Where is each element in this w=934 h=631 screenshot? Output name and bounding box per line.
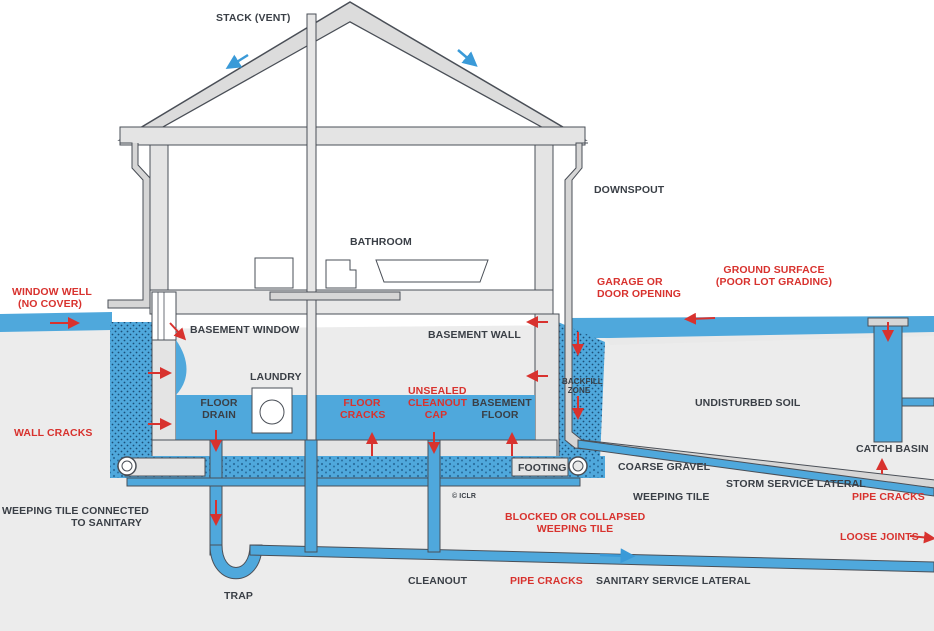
label-trap: TRAP xyxy=(224,590,253,602)
label-laundry: LAUNDRY xyxy=(250,371,302,383)
roof-fill xyxy=(138,21,566,141)
label-backfill-zone: BACKFILL ZONE xyxy=(562,377,603,395)
label-downspout: DOWNSPOUT xyxy=(594,184,665,196)
label-sanitary-service-lateral: SANITARY SERVICE LATERAL xyxy=(596,575,751,587)
weeping-to-sanitary-pipe xyxy=(126,477,581,487)
label-basement-floor: BASEMENT FLOOR xyxy=(472,397,532,421)
label-floor-cracks: FLOOR CRACKS xyxy=(340,397,386,421)
label-ground-surface: GROUND SURFACE (POOR LOT GRADING) xyxy=(715,264,833,288)
label-window-well: WINDOW WELL (NO COVER) xyxy=(12,286,92,310)
right-wall-upper xyxy=(534,144,554,296)
downspout-right xyxy=(564,142,934,489)
vent-arrow-left xyxy=(225,53,249,69)
label-coarse-gravel: COARSE GRAVEL xyxy=(618,461,711,473)
label-garage-door-opening: GARAGE OR DOOR OPENING xyxy=(597,276,682,300)
backfill-left xyxy=(110,322,152,460)
label-pipe-cracks-right: PIPE CRACKS xyxy=(852,491,925,503)
label-cleanout: CLEANOUT xyxy=(408,575,468,587)
gravel-layer xyxy=(110,456,605,478)
window-water-flow xyxy=(176,340,187,395)
vent-arrow-right xyxy=(457,49,478,67)
floor-crack-pipe xyxy=(304,439,318,553)
label-unsealed-cleanout-cap: UNSEALED CLEANOUT CAP xyxy=(408,385,468,421)
toilet xyxy=(325,259,357,289)
label-undisturbed-soil: UNDISTURBED SOIL xyxy=(695,397,801,409)
storm-service-lateral xyxy=(577,439,934,497)
label-storm-service-lateral: STORM SERVICE LATERAL xyxy=(726,478,866,490)
bathtub xyxy=(375,259,489,283)
bathroom-drain-pipe xyxy=(269,291,401,301)
label-blocked-weeping-tile: BLOCKED OR COLLAPSED WEEPING TILE xyxy=(505,511,646,535)
cleanout-pipe xyxy=(427,439,441,553)
label-loose-joints: LOOSE JOINTS xyxy=(840,531,919,543)
label-iclr-copyright: © ICLR xyxy=(452,493,477,500)
label-floor-drain: FLOOR DRAIN xyxy=(200,397,238,421)
label-catch-basin: CATCH BASIN xyxy=(856,443,929,455)
label-weeping-tile: WEEPING TILE xyxy=(633,491,710,503)
label-weeping-tile-connected-to-sanitary: WEEPING TILE CONNECTED TO SANITARY xyxy=(2,505,149,529)
label-basement-window: BASEMENT WINDOW xyxy=(190,324,300,336)
laundry-machine xyxy=(251,387,293,434)
downspout-left xyxy=(107,142,151,309)
sanitary-service-lateral xyxy=(249,544,934,573)
footing-left xyxy=(124,457,206,477)
sink xyxy=(254,257,294,289)
drain-pipe-floor-drain xyxy=(209,439,223,556)
ceiling-beam xyxy=(119,126,586,146)
label-bathroom: BATHROOM xyxy=(350,236,412,248)
footing xyxy=(511,457,569,477)
label-basement-wall: BASEMENT WALL xyxy=(428,329,521,341)
label-stack-vent: STACK (VENT) xyxy=(216,12,291,24)
label-pipe-cracks-bottom: PIPE CRACKS xyxy=(510,575,583,587)
catch-basin xyxy=(873,321,903,443)
label-footing: FOOTING xyxy=(518,462,567,474)
label-wall-cracks: WALL CRACKS xyxy=(14,427,93,439)
surface-water-right xyxy=(565,316,934,338)
left-wall-upper xyxy=(149,144,169,296)
